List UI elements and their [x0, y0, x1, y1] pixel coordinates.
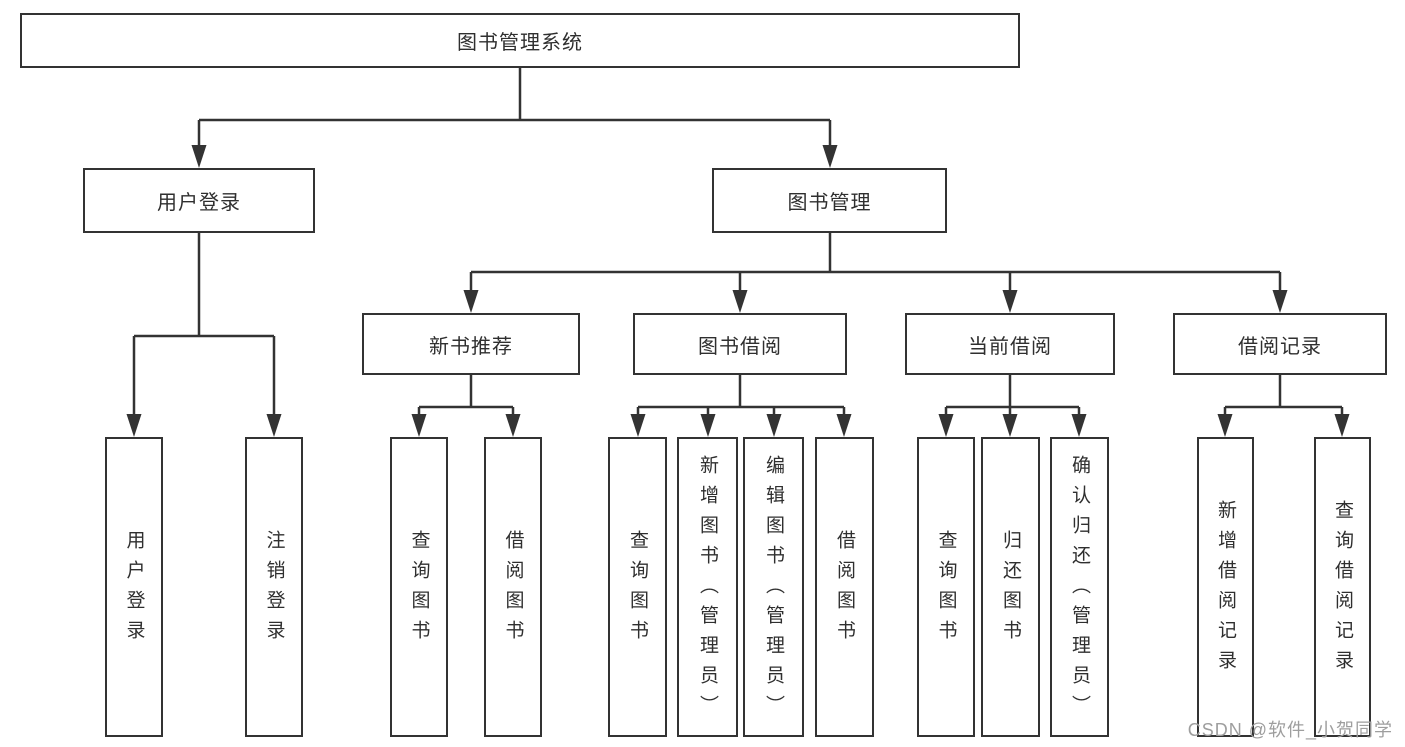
node-library-management-system: 图书管理系统 [20, 13, 1020, 68]
leaf-return-books: 归还图书 [981, 437, 1040, 737]
node-book-borrow: 图书借阅 [633, 313, 847, 375]
leaf-confirm-return-admin: 确认归还（管理员） [1050, 437, 1109, 737]
leaf-query-books-current: 查询图书 [917, 437, 975, 737]
watermark-text: CSDN @软件_小贺同学 [1187, 720, 1393, 740]
node-user-login: 用户登录 [83, 168, 315, 233]
leaf-logout: 注销登录 [245, 437, 303, 737]
node-book-management: 图书管理 [712, 168, 947, 233]
leaf-query-books-recommend: 查询图书 [390, 437, 448, 737]
leaf-borrow-books: 借阅图书 [815, 437, 874, 737]
leaf-add-borrow-record: 新增借阅记录 [1197, 437, 1254, 737]
node-borrow-records: 借阅记录 [1173, 313, 1387, 375]
leaf-edit-books-admin: 编辑图书（管理员） [743, 437, 804, 737]
leaf-query-borrow-record: 查询借阅记录 [1314, 437, 1371, 737]
leaf-borrow-books-recommend: 借阅图书 [484, 437, 542, 737]
leaf-query-books-borrow: 查询图书 [608, 437, 667, 737]
leaf-add-books-admin: 新增图书（管理员） [677, 437, 738, 737]
leaf-user-login: 用户登录 [105, 437, 163, 737]
node-current-borrow: 当前借阅 [905, 313, 1115, 375]
node-new-book-recommend: 新书推荐 [362, 313, 580, 375]
